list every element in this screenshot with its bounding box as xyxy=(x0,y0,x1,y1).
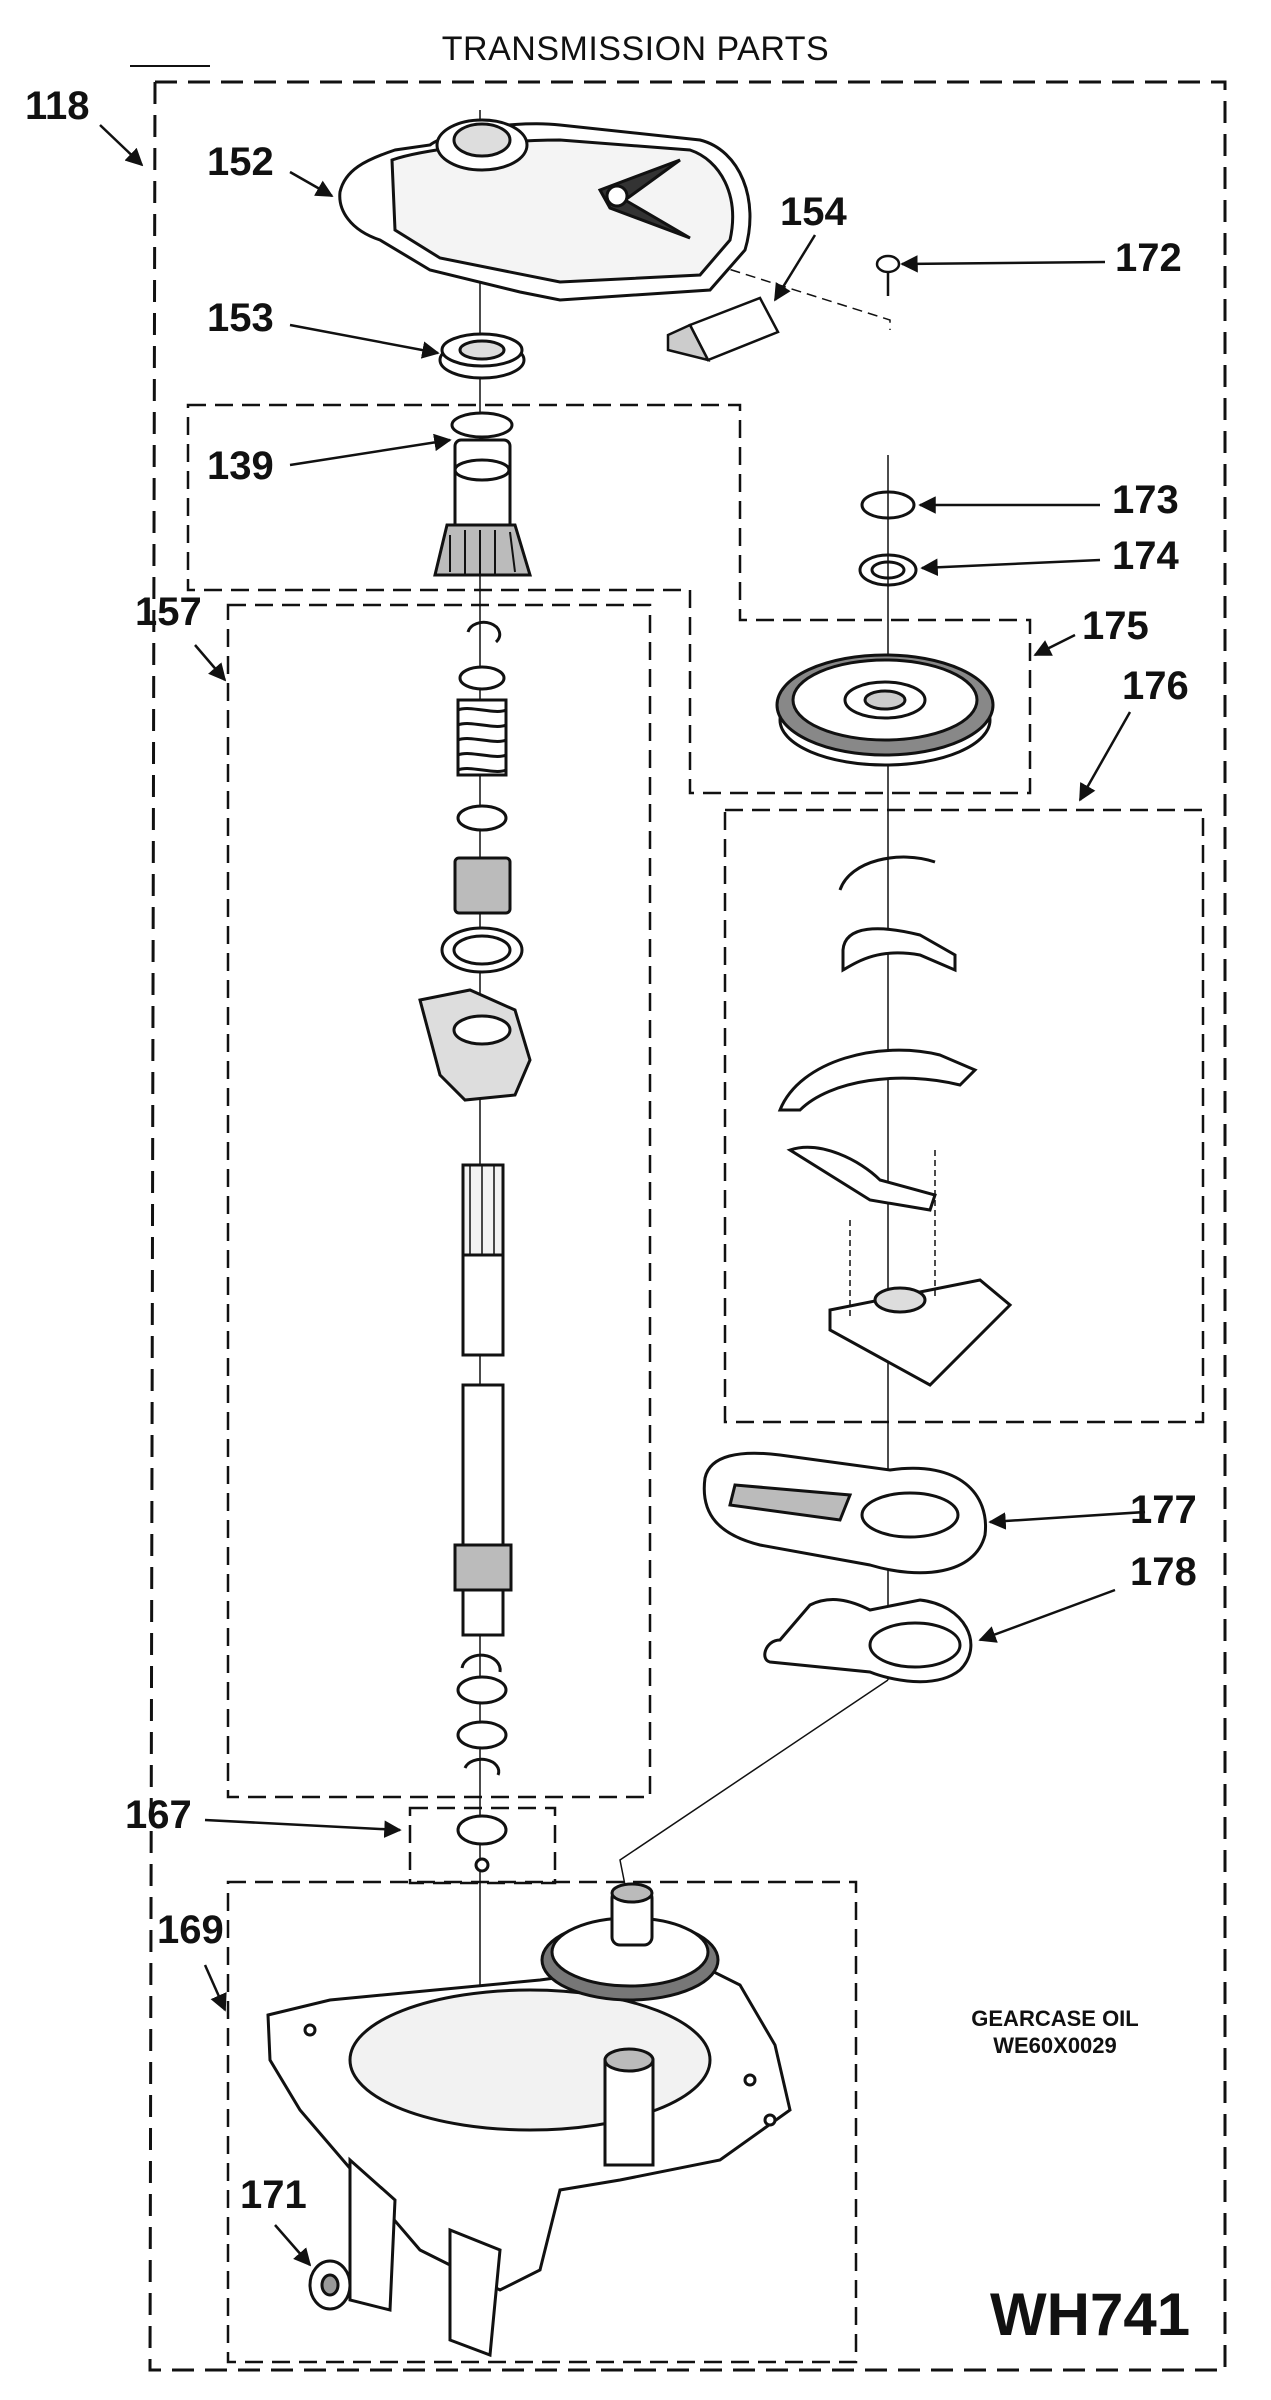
callout-153: 153 xyxy=(207,296,274,340)
leader-139 xyxy=(289,433,452,467)
callout-178: 178 xyxy=(1130,1550,1197,1594)
leader-172 xyxy=(900,255,1106,273)
gearcase-oil-note: GEARCASE OIL WE60X0029 xyxy=(935,2005,1175,2059)
shift-fork-assembly-part xyxy=(777,855,1013,1387)
ring-174-part xyxy=(858,553,918,587)
callout-157: 157 xyxy=(135,590,202,634)
callout-169: 169 xyxy=(157,1908,224,1952)
leader-178 xyxy=(978,1588,1116,1643)
callout-139: 139 xyxy=(207,444,274,488)
seal-part xyxy=(438,332,526,380)
note-line-2: WE60X0029 xyxy=(993,2033,1117,2058)
shaft-stack-part xyxy=(418,620,532,1776)
note-line-1: GEARCASE OIL xyxy=(971,2006,1139,2031)
washer-part xyxy=(308,2259,352,2311)
leader-152 xyxy=(289,170,334,198)
callout-177: 177 xyxy=(1130,1488,1197,1532)
group-boundary-139 xyxy=(186,403,1032,795)
leader-167 xyxy=(204,1818,402,1838)
callout-175: 175 xyxy=(1082,604,1149,648)
leader-176 xyxy=(1078,711,1132,802)
diagram-code: WH741 xyxy=(990,2281,1191,2348)
group-boundary-176 xyxy=(723,808,1205,1424)
pinion-gear-part xyxy=(433,411,533,577)
grease-tube-part xyxy=(666,296,780,362)
callout-176: 176 xyxy=(1122,664,1189,708)
cam-part xyxy=(763,1598,973,1684)
leader-154 xyxy=(773,234,817,302)
callout-167: 167 xyxy=(125,1793,192,1837)
leader-169 xyxy=(203,1964,227,2012)
connector-line xyxy=(619,1679,889,1886)
callout-171: 171 xyxy=(240,2173,307,2217)
drive-gear-part xyxy=(775,653,995,767)
gear-case-cover-part xyxy=(338,118,752,302)
leader-171 xyxy=(274,2224,312,2267)
gear-case-part xyxy=(266,1882,792,2358)
screw-part xyxy=(875,254,901,296)
callout-172: 172 xyxy=(1115,236,1182,280)
leader-174 xyxy=(920,558,1101,577)
callout-173: 173 xyxy=(1112,478,1179,522)
group-boundary-169 xyxy=(226,1880,858,2364)
callout-154: 154 xyxy=(780,190,847,234)
leader-175 xyxy=(1033,633,1076,657)
ring-173-part xyxy=(860,490,916,520)
callout-118: 118 xyxy=(25,84,90,128)
callout-152: 152 xyxy=(207,140,274,184)
cam-plate-part xyxy=(702,1451,988,1575)
leader-157 xyxy=(194,644,227,682)
leader-118 xyxy=(99,124,144,167)
leader-153 xyxy=(289,323,440,359)
callout-174: 174 xyxy=(1112,534,1179,578)
assembly-boundary-118 xyxy=(148,80,1227,2372)
group-boundary-157 xyxy=(226,603,652,1799)
leader-177 xyxy=(988,1510,1146,1530)
cover-to-screw-line xyxy=(699,259,891,330)
ball-and-plug-part xyxy=(456,1814,508,1873)
diagram-title: TRANSMISSION PARTS xyxy=(441,30,830,68)
